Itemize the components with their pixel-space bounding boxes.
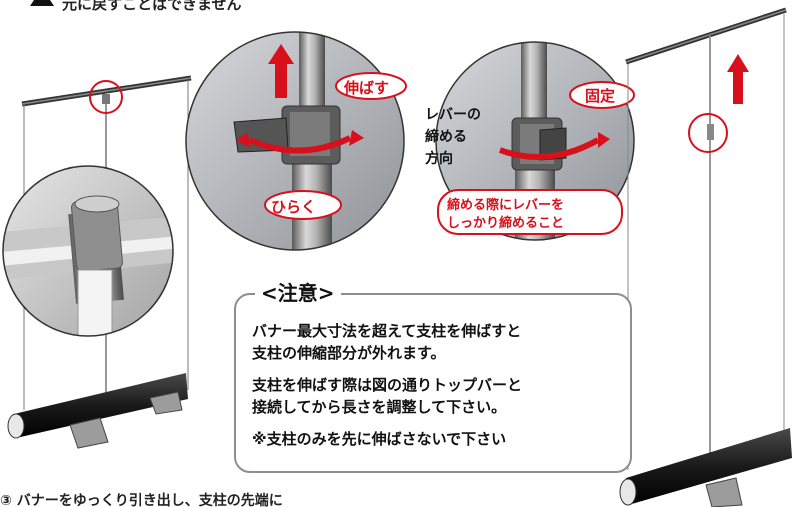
extend-up-arrow — [268, 44, 294, 98]
caution-line3: 支柱を伸ばす際は図の通りトップバーと — [252, 376, 523, 394]
loosen-closeup — [186, 32, 404, 250]
fix-label: 固定 — [585, 87, 616, 105]
caution-line2: 支柱の伸縮部分が外れます。 — [252, 344, 446, 362]
extend-label: 伸ばす — [344, 79, 390, 97]
tighten-line1: 締める際にレバーを — [447, 198, 565, 213]
lever-label-line3: 方向 — [425, 151, 453, 167]
topbar-joint-closeup — [3, 166, 173, 336]
caution-line5: ※支柱のみを先に伸ばさないで下さい — [252, 430, 507, 448]
caution-title: <注意> — [255, 277, 341, 306]
left-banner-stand — [7, 75, 192, 449]
caution-body: バナー最大寸法を超えて支柱を伸ばすと 支柱の伸縮部分が外れます。 支柱を伸ばす際… — [252, 320, 522, 450]
tighten-line2: しっかり締めること — [447, 216, 565, 231]
lever-label-line2: 締める — [425, 129, 467, 145]
right-joint-highlight — [688, 113, 728, 153]
bottom-caption: ③ バナーをゆっくり引き出し、支柱の先端に — [0, 493, 283, 507]
caution-line1: バナー最大寸法を超えて支柱を伸ばすと — [252, 322, 522, 340]
right-banner-stand — [619, 7, 792, 507]
loosen-label: ひらく — [271, 198, 317, 216]
caution-line4: 接続してから長さを調整して下さい。 — [252, 398, 507, 416]
lever-label-line1: レバーの — [425, 107, 481, 123]
tighten-instruction: 締める際にレバーを しっかり締めること — [447, 197, 564, 233]
top-caption: 元に戻すことはできません — [62, 0, 242, 13]
warning-icon — [30, 0, 54, 6]
lever-direction-label: レバーの 締める 方向 — [425, 104, 481, 170]
right-extend-arrow — [727, 54, 749, 104]
caution-box — [234, 293, 632, 473]
left-joint-highlight — [89, 80, 123, 114]
